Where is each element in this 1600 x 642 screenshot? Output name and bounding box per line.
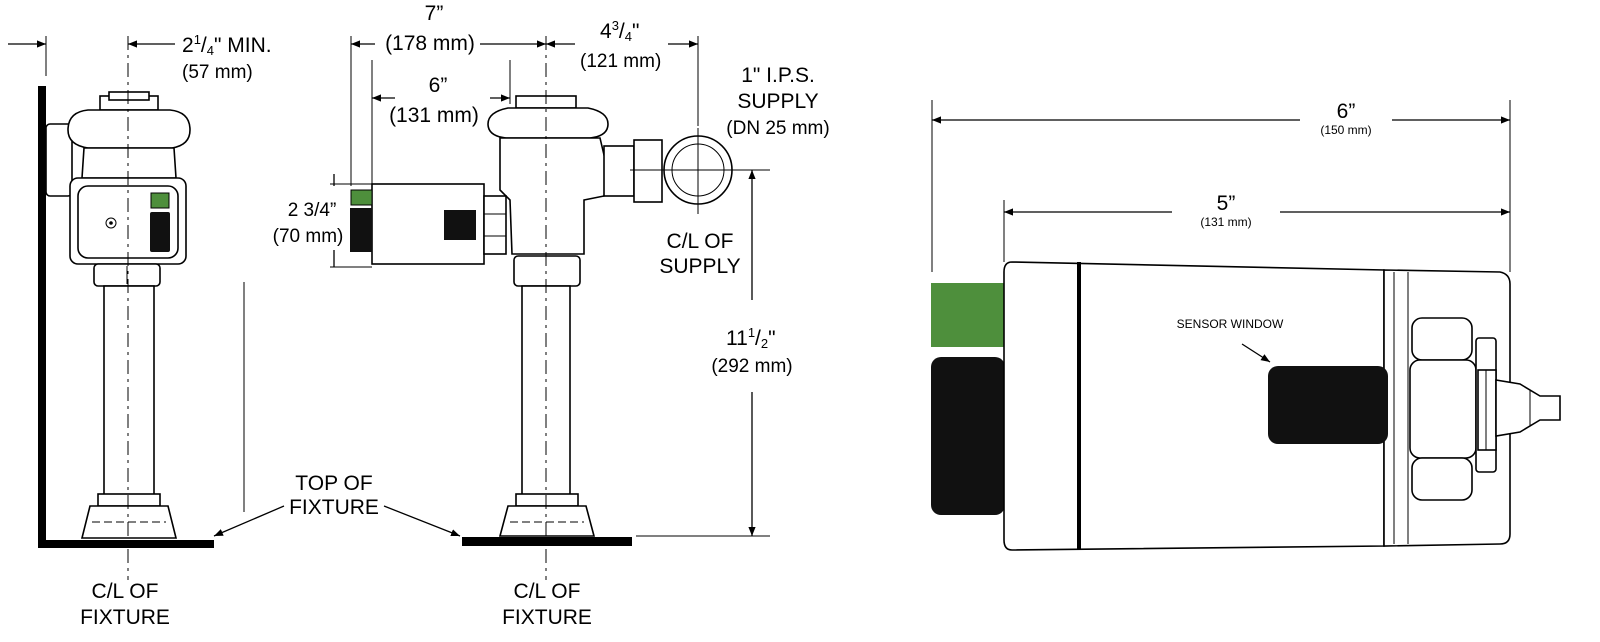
body-depth-metric: (131 mm) [389, 104, 479, 127]
sensor-height-metric: (70 mm) [273, 226, 344, 247]
front-view [8, 36, 245, 580]
cl-fixture-center-line1: C/L OF [514, 580, 581, 603]
cl-fixture-left-line1: C/L OF [92, 580, 159, 603]
side-view [213, 36, 770, 580]
cl-supply-line1: C/L OF [667, 230, 734, 253]
rough-in-label: 111/2" [726, 325, 776, 351]
cl-supply-line2: SUPPLY [659, 255, 740, 278]
overall-depth-metric: (178 mm) [385, 32, 475, 55]
min-clearance-metric: (57 mm) [182, 62, 253, 83]
top-of-fixture-line1: TOP OF [295, 472, 372, 495]
supply-metric: (DN 25 mm) [726, 118, 829, 139]
floor-left [38, 540, 214, 548]
sensor-height-imperial: 2 3/4” [288, 200, 337, 221]
sensor-detail-view [931, 100, 1561, 551]
detail-sensor-green [931, 283, 1005, 347]
sensor-green-led [150, 192, 170, 209]
body-depth-imperial: 6” [429, 74, 448, 97]
cl-fixture-left-line2: FIXTURE [80, 606, 170, 629]
sensor-window-label: SENSOR WINDOW [1177, 317, 1284, 331]
top-of-fixture-line2: FIXTURE [289, 496, 379, 519]
side-sensor-green [350, 189, 373, 206]
supply-offset-metric: (121 mm) [580, 51, 661, 72]
sensor-window-front [150, 212, 170, 252]
detail-sensor-window [1268, 366, 1388, 444]
detail-overall-imperial: 6” [1337, 100, 1356, 123]
detail-body-metric: (131 mm) [1200, 215, 1251, 229]
detail-body-imperial: 5” [1217, 192, 1236, 215]
side-sensor-black [350, 208, 372, 252]
rough-in-metric: (292 mm) [711, 356, 792, 377]
supply-line2: SUPPLY [737, 90, 818, 113]
supply-line1: 1" I.P.S. [741, 64, 815, 87]
floor-center [462, 537, 632, 546]
detail-sensor-black [931, 357, 1005, 515]
overall-depth-imperial: 7” [425, 2, 444, 25]
supply-offset-label: 43/4" [600, 18, 639, 44]
side-sensor-window [444, 210, 476, 240]
min-clearance-label: 21/4" MIN. [182, 32, 272, 58]
cl-fixture-center-line2: FIXTURE [502, 606, 592, 629]
detail-overall-metric: (150 mm) [1320, 123, 1371, 137]
wall [38, 86, 46, 548]
